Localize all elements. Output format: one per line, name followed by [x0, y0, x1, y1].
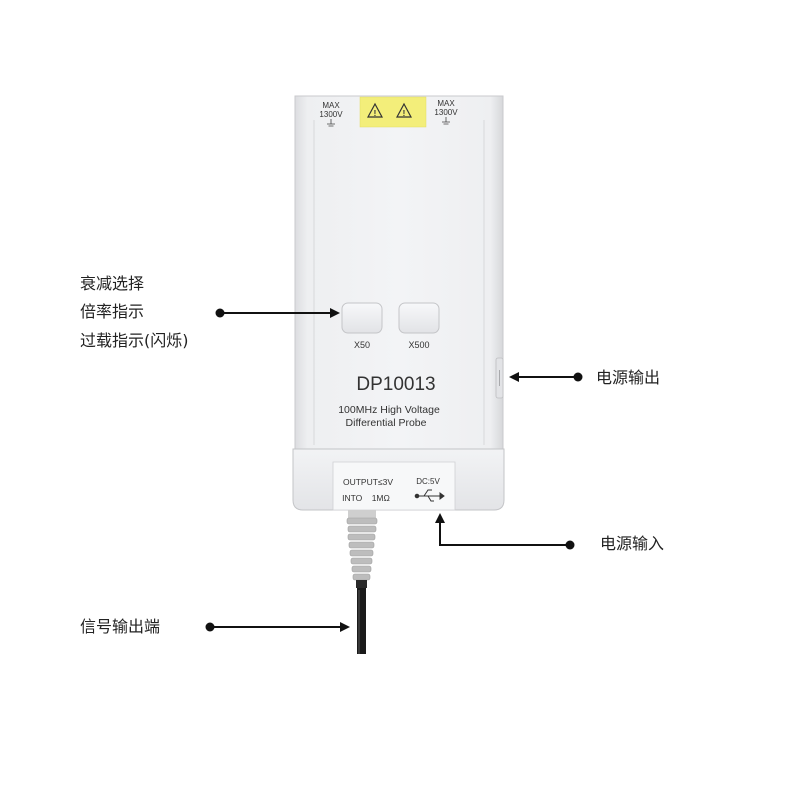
warning-triangle-icon [395, 102, 413, 118]
x50-label: X50 [354, 340, 370, 350]
attenuation-label-line3: 过载指示(闪烁) [80, 331, 189, 350]
attenuation-label-line1: 衰减选择 [80, 274, 145, 293]
x500-button[interactable] [398, 302, 440, 334]
max-voltage-right-line1: MAX [437, 99, 455, 108]
description-line1: 100MHz High Voltage [338, 404, 440, 416]
max-voltage-right-line2: 1300V [434, 108, 458, 117]
attenuation-label-line2: 倍率指示 [80, 302, 145, 321]
description-line2: Differential Probe [346, 417, 427, 429]
signal-output-arrow [205, 622, 350, 632]
probe-body [294, 95, 504, 457]
model-name: DP10013 [356, 374, 435, 395]
max-voltage-left-line1: MAX [322, 101, 340, 110]
warning-triangle-icon [366, 102, 384, 118]
warning-label: ! ! [359, 96, 427, 128]
signal-cable [346, 510, 378, 654]
signal-output-label: 信号输出端 [80, 617, 161, 636]
warning-symbol-left: ! [374, 109, 377, 118]
power-input-label: 电源输入 [600, 534, 665, 553]
power-output-label: 电源输出 [596, 368, 661, 387]
probe-bottom-cap [292, 448, 505, 511]
ground-icon-left [327, 119, 335, 127]
x50-button[interactable] [341, 302, 383, 334]
x500-label: X500 [408, 340, 429, 350]
ground-icon-right [442, 117, 450, 125]
power-input-arrow [435, 513, 575, 550]
power-output-arrow [509, 372, 583, 382]
output-spec-line2: INTO 1MΩ [342, 493, 390, 503]
attenuation-arrow [215, 308, 340, 318]
max-voltage-left-line2: 1300V [319, 110, 343, 119]
output-spec-line1: OUTPUT≤3V [343, 477, 393, 487]
usb-icon [414, 489, 445, 502]
dc-input-label: DC:5V [416, 477, 440, 486]
warning-symbol-right: ! [403, 109, 406, 118]
